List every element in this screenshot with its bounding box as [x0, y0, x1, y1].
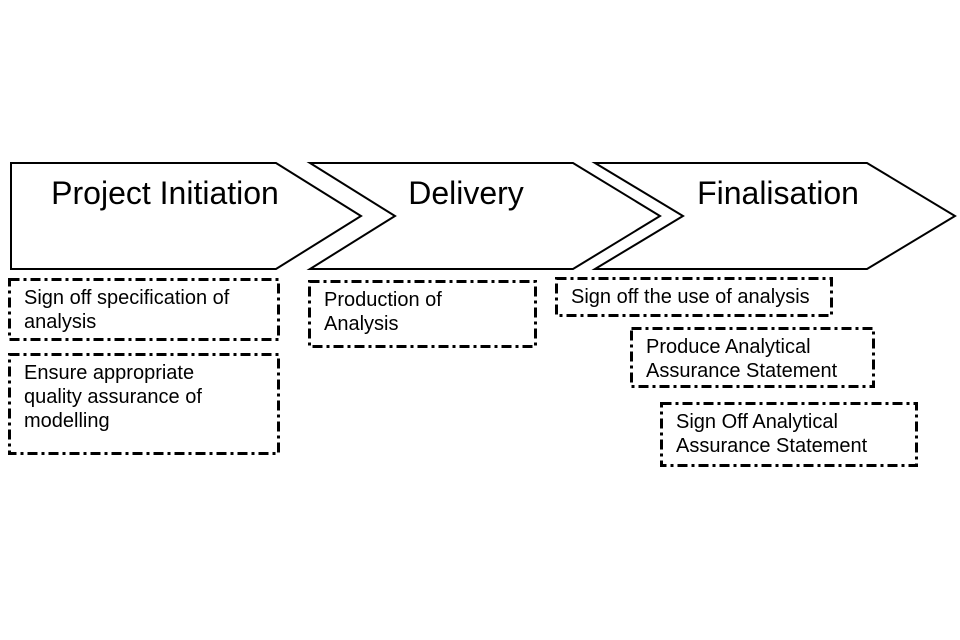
dash-dot-border [660, 402, 918, 467]
phase-arrow-delivery [306, 162, 662, 270]
task-box-production-of-analysis: Production of Analysis [308, 280, 537, 348]
phase-arrow-finalisation [591, 162, 957, 270]
task-text-produce-assurance-statement: Produce Analytical Assurance Statement [646, 336, 838, 382]
dash-dot-border [8, 278, 280, 341]
dash-dot-border [630, 327, 875, 388]
phase-label-delivery: Delivery [408, 175, 524, 211]
phase-arrow-project-initiation [10, 162, 363, 270]
dash-dot-border [555, 277, 833, 317]
task-text-ensure-quality-assurance: Ensure appropriate quality assurance of … [24, 362, 202, 432]
task-box-sign-off-assurance-statement: Sign Off Analytical Assurance Statement [660, 402, 918, 467]
dash-dot-border [8, 353, 280, 455]
task-box-sign-off-use-of-analysis: Sign off the use of analysis [555, 277, 833, 317]
phase-label-finalisation: Finalisation [697, 175, 859, 211]
task-box-sign-off-specification: Sign off specification of analysis [8, 278, 280, 341]
task-text-sign-off-specification: Sign off specification of analysis [24, 287, 230, 333]
phase-label-project-initiation: Project Initiation [51, 175, 279, 211]
task-text-production-of-analysis: Production of Analysis [324, 289, 442, 335]
task-text-sign-off-assurance-statement: Sign Off Analytical Assurance Statement [676, 411, 868, 457]
dash-dot-border [308, 280, 537, 348]
task-box-produce-assurance-statement: Produce Analytical Assurance Statement [630, 327, 875, 388]
task-box-ensure-quality-assurance: Ensure appropriate quality assurance of … [8, 353, 280, 455]
task-text-sign-off-use-of-analysis: Sign off the use of analysis [571, 286, 810, 308]
